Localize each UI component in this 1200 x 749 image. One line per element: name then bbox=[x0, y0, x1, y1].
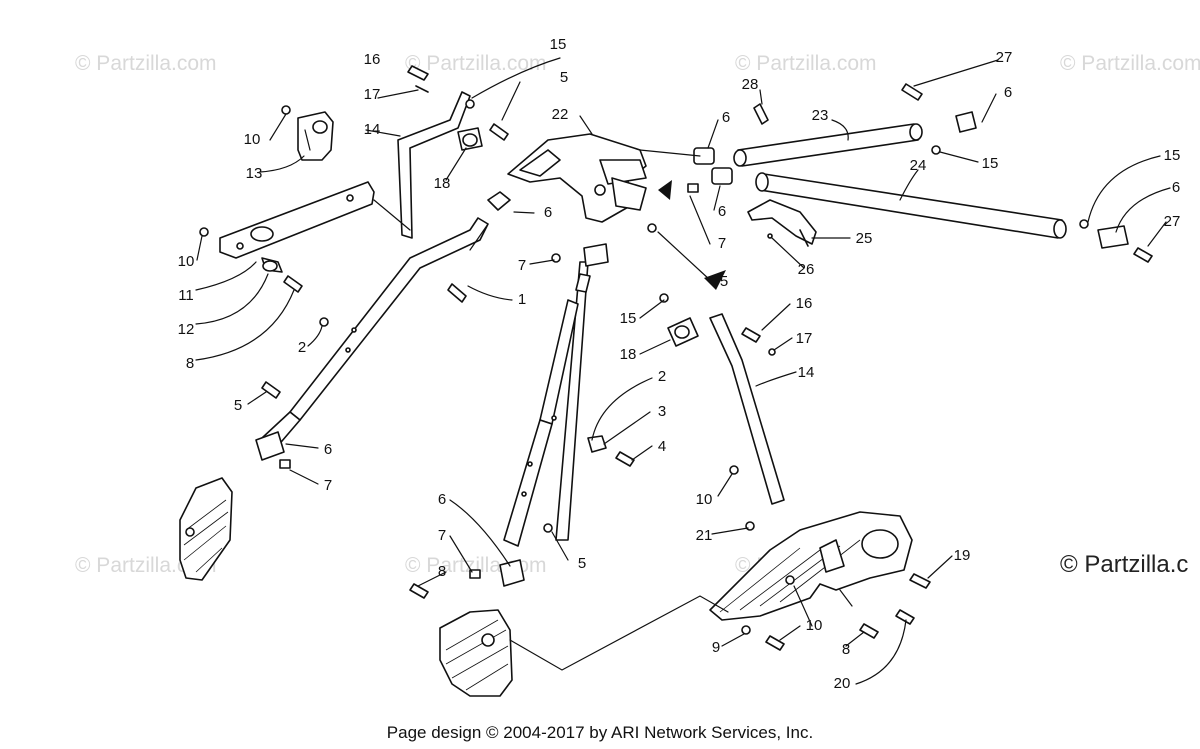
watermark: © Partzilla.com bbox=[405, 52, 547, 75]
callout-6: 6 bbox=[438, 491, 446, 508]
part-23-tube bbox=[733, 123, 923, 167]
watermark: © Partzilla.com bbox=[75, 52, 217, 75]
callout-15: 15 bbox=[982, 155, 999, 172]
callout-5: 5 bbox=[578, 555, 586, 572]
part-24-tube bbox=[755, 172, 1067, 239]
callout-15: 15 bbox=[550, 36, 567, 53]
callout-18: 18 bbox=[434, 175, 451, 192]
footer-copyright: Page design © 2004-2017 by ARI Network S… bbox=[387, 723, 813, 742]
part-14-left-strut bbox=[397, 91, 471, 239]
direction-arrows bbox=[658, 180, 726, 290]
callout-17: 17 bbox=[364, 86, 381, 103]
fasteners bbox=[199, 65, 1153, 651]
callout-6: 6 bbox=[324, 441, 332, 458]
part-13-bracket bbox=[297, 111, 334, 161]
callout-6: 6 bbox=[718, 203, 726, 220]
callout-19: 19 bbox=[954, 547, 971, 564]
callout-15: 15 bbox=[1164, 147, 1181, 164]
part-14-right-strut bbox=[709, 313, 785, 505]
frame-fragment-left bbox=[179, 477, 233, 581]
callout-24: 24 bbox=[910, 157, 927, 174]
callout-3: 3 bbox=[658, 403, 666, 420]
callout-16: 16 bbox=[796, 295, 813, 312]
leader-lines bbox=[195, 57, 1171, 685]
callout-8: 8 bbox=[438, 563, 446, 580]
connection-lines bbox=[373, 149, 853, 671]
callout-8: 8 bbox=[186, 355, 194, 372]
part-20-right-bracket bbox=[709, 511, 913, 621]
callout-5: 5 bbox=[720, 273, 728, 290]
callout-10: 10 bbox=[244, 131, 261, 148]
callout-27: 27 bbox=[996, 49, 1013, 66]
part-6-tube-mounts bbox=[687, 111, 1129, 249]
callout-26: 26 bbox=[798, 261, 815, 278]
frame-fragment-center bbox=[439, 609, 513, 697]
callout-7: 7 bbox=[518, 257, 526, 274]
callout-13: 13 bbox=[246, 165, 263, 182]
watermark: © Partzilla.com bbox=[1060, 52, 1200, 75]
part-18-upper-clamp bbox=[457, 127, 483, 151]
callout-7: 7 bbox=[438, 527, 446, 544]
callout-7: 7 bbox=[718, 235, 726, 252]
callout-10: 10 bbox=[178, 253, 195, 270]
callout-14: 14 bbox=[364, 121, 381, 138]
callout-6: 6 bbox=[1004, 84, 1012, 101]
callout-11: 11 bbox=[178, 287, 194, 304]
part-1-center-tube bbox=[503, 243, 609, 547]
callout-27: 27 bbox=[1164, 213, 1181, 230]
callout-15: 15 bbox=[620, 310, 637, 327]
part-18-right-clamp bbox=[667, 317, 699, 347]
callout-6: 6 bbox=[722, 109, 730, 126]
callout-2: 2 bbox=[658, 368, 666, 385]
callout-6: 6 bbox=[1172, 179, 1180, 196]
callout-8: 8 bbox=[842, 641, 850, 658]
callout-5: 5 bbox=[234, 397, 242, 414]
callout-6: 6 bbox=[544, 204, 552, 221]
callout-10: 10 bbox=[696, 491, 713, 508]
part-1-left-tube bbox=[261, 217, 489, 449]
callout-17: 17 bbox=[796, 330, 813, 347]
callout-2: 2 bbox=[298, 339, 306, 356]
callout-22: 22 bbox=[552, 106, 569, 123]
callout-16: 16 bbox=[364, 51, 381, 68]
part-11-plate bbox=[219, 181, 375, 259]
part-12-clamp bbox=[261, 257, 283, 273]
callout-23: 23 bbox=[812, 107, 829, 124]
watermark: © Partzilla.com bbox=[735, 52, 877, 75]
part-3-clip bbox=[587, 435, 607, 453]
part-25-bracket bbox=[747, 199, 817, 245]
callout-labels: 15 16 17 5 10 13 14 18 22 10 11 12 8 2 5… bbox=[178, 36, 1181, 692]
callout-14: 14 bbox=[798, 364, 815, 381]
callout-1: 1 bbox=[518, 291, 526, 308]
callout-7: 7 bbox=[324, 477, 332, 494]
watermark-corner: © Partzilla.c bbox=[1060, 551, 1188, 578]
callout-10: 10 bbox=[806, 617, 823, 634]
callout-21: 21 bbox=[696, 527, 713, 544]
part-6-bottom-mount bbox=[469, 559, 525, 587]
part-22-center-bracket bbox=[487, 133, 647, 223]
callout-4: 4 bbox=[658, 438, 666, 455]
part-6-left-lower-mount bbox=[255, 431, 291, 469]
callout-25: 25 bbox=[856, 230, 873, 247]
callout-12: 12 bbox=[178, 321, 195, 338]
callout-9: 9 bbox=[712, 639, 720, 656]
callout-18: 18 bbox=[620, 346, 637, 363]
callout-20: 20 bbox=[834, 675, 851, 692]
callout-5: 5 bbox=[560, 69, 568, 86]
callout-28: 28 bbox=[742, 76, 759, 93]
